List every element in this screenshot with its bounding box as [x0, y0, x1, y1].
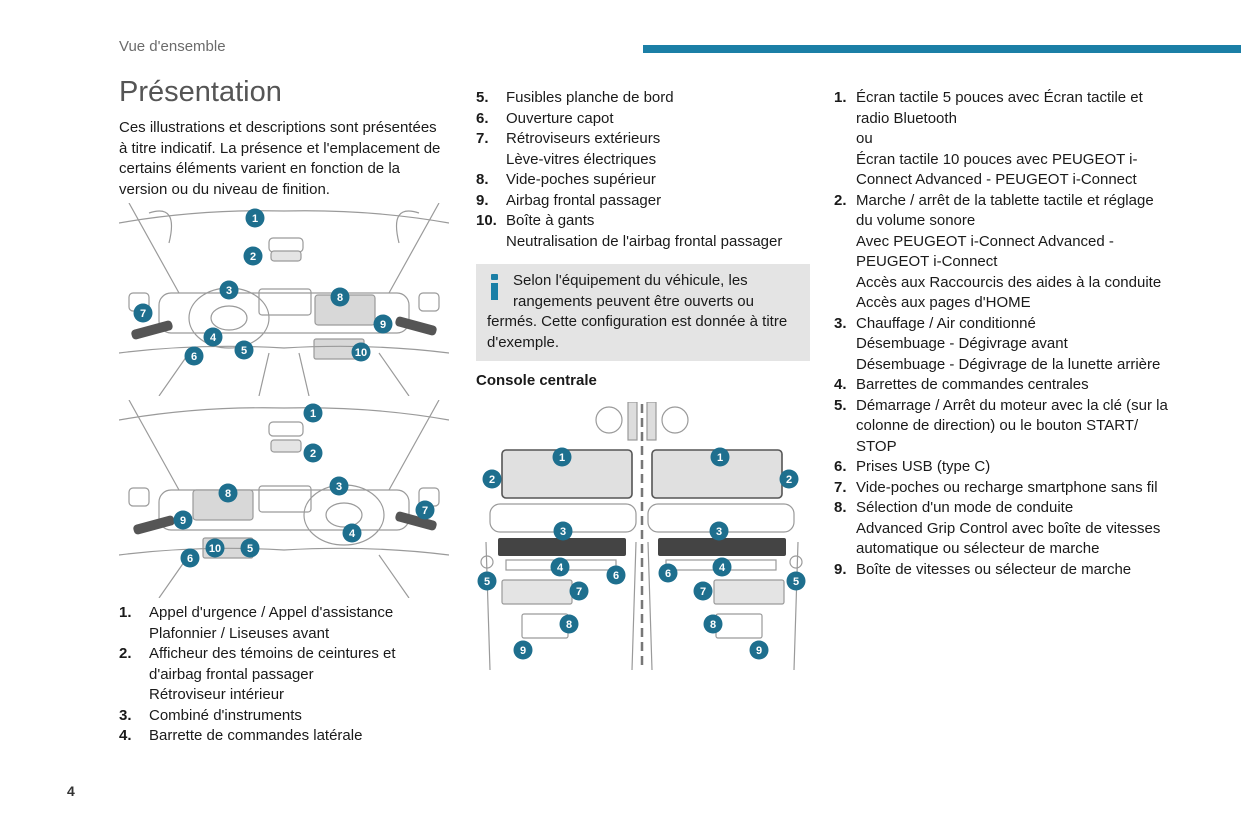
list-item: 4. Barrette de commandes latérale	[119, 726, 419, 747]
item-text: Airbag frontal passager	[506, 191, 662, 209]
item-text: Marche / arrêt de la tablette tactile et…	[856, 191, 1154, 230]
item-text: Désembuage - Dégivrage de la lunette arr…	[856, 355, 1161, 373]
item-text: Accès aux pages d'HOME	[856, 294, 1031, 311]
legend-list-dashboard-1-4: 1. Appel d'urgence / Appel d'assistance …	[119, 603, 419, 747]
list-item: 3. Combiné d'instruments	[119, 706, 419, 727]
item-text: Advanced Grip Control avec boîte de vite…	[856, 519, 1161, 558]
list-item: 10. Boîte à gants Neutralisation de l'ai…	[476, 211, 806, 252]
item-text: Lève-vitres électriques	[506, 150, 657, 168]
item-text: Chauffage / Air conditionné	[856, 314, 1036, 332]
list-item: 9. Airbag frontal passager	[476, 191, 806, 212]
item-number: 7.	[476, 130, 489, 147]
dashboard-left-hand-drive-illustration	[119, 203, 449, 396]
info-box: Selon l'équipement du véhicule, les rang…	[476, 264, 810, 361]
item-text: Afficheur des témoins de ceintures et d'…	[149, 645, 396, 683]
item-text: Barrettes de commandes centrales	[856, 376, 1089, 393]
item-text: Ouverture capot	[506, 109, 614, 127]
item-number: 3.	[834, 314, 847, 332]
item-number: 1.	[119, 604, 132, 621]
item-number: 5.	[476, 89, 489, 106]
list-item: 6. Prises USB (type C)	[834, 457, 1170, 478]
list-item: 4. Barrettes de commandes centrales	[834, 375, 1170, 396]
item-text: Appel d'urgence / Appel d'assistance	[149, 604, 394, 621]
item-number: 3.	[119, 706, 132, 724]
info-text: Selon l'équipement du véhicule, les rang…	[487, 272, 788, 351]
info-icon	[487, 274, 503, 302]
list-item: 5. Fusibles planche de bord	[476, 88, 806, 109]
item-number: 10.	[476, 212, 497, 229]
item-text: Prises USB (type C)	[856, 458, 991, 475]
item-text: Sélection d'un mode de conduite	[856, 499, 1074, 516]
item-text: Vide-poches ou recharge smartphone sans …	[856, 478, 1158, 496]
legend-list-console: 1. Écran tactile 5 pouces avec Écran tac…	[834, 88, 1170, 580]
item-number: 8.	[476, 171, 489, 188]
item-number: 2.	[119, 645, 132, 662]
item-number: 2.	[834, 191, 847, 209]
item-number: 7.	[834, 478, 847, 496]
item-number: 9.	[834, 560, 847, 578]
list-item: 2. Afficheur des témoins de ceintures et…	[119, 644, 419, 706]
dashboard-right-hand-drive-illustration	[119, 400, 449, 598]
list-item: 7. Vide-poches ou recharge smartphone sa…	[834, 478, 1170, 499]
item-text: Rétroviseur intérieur	[149, 686, 285, 703]
item-text: Écran tactile 5 pouces avec Écran tactil…	[856, 89, 1143, 127]
intro-paragraph: Ces illustrations et descriptions sont p…	[119, 119, 441, 198]
list-item: 7. Rétroviseurs extérieurs Lève-vitres é…	[476, 129, 806, 170]
list-item: 8. Vide-poches supérieur	[476, 170, 806, 191]
item-number: 4.	[119, 727, 132, 744]
item-text: Boîte à gants	[506, 212, 595, 229]
item-text: Écran tactile 10 pouces avec PEUGEOT i-C…	[856, 150, 1138, 189]
item-text: Combiné d'instruments	[149, 706, 302, 724]
item-text: Rétroviseurs extérieurs	[506, 130, 661, 147]
list-item: 3. Chauffage / Air conditionné Désembuag…	[834, 314, 1170, 376]
header-accent-bar	[643, 45, 1241, 53]
item-text: Fusibles planche de bord	[506, 89, 674, 106]
item-number: 5.	[834, 396, 847, 414]
item-text: Démarrage / Arrêt du moteur avec la clé …	[856, 396, 1168, 455]
section-header: Vue d'ensemble	[119, 38, 226, 55]
list-item: 1. Écran tactile 5 pouces avec Écran tac…	[834, 88, 1170, 191]
console-heading: Console centrale	[476, 372, 597, 389]
item-text: Boîte de vitesses ou sélecteur de marche	[856, 560, 1132, 578]
center-console-illustration	[476, 402, 809, 670]
item-number: 8.	[834, 499, 847, 516]
item-text: Plafonnier / Liseuses avant	[149, 624, 330, 642]
item-text: Vide-poches supérieur	[506, 171, 656, 188]
item-text: Barrette de commandes latérale	[149, 727, 363, 744]
list-item: 9. Boîte de vitesses ou sélecteur de mar…	[834, 560, 1170, 581]
item-number: 1.	[834, 89, 847, 106]
item-number: 6.	[476, 109, 489, 127]
legend-list-dashboard-5-10: 5. Fusibles planche de bord 6. Ouverture…	[476, 88, 806, 252]
item-text: Neutralisation de l'airbag frontal passa…	[506, 232, 783, 250]
item-text: Avec PEUGEOT i-Connect Advanced - PEUGEO…	[856, 232, 1114, 271]
list-item: 5. Démarrage / Arrêt du moteur avec la c…	[834, 396, 1170, 458]
list-item: 6. Ouverture capot	[476, 109, 806, 130]
item-number: 4.	[834, 376, 847, 393]
item-number: 9.	[476, 191, 489, 209]
list-item: 2. Marche / arrêt de la tablette tactile…	[834, 191, 1170, 314]
page-title: Présentation	[119, 76, 282, 108]
list-item: 8. Sélection d'un mode de conduite Advan…	[834, 498, 1170, 560]
item-text: ou	[856, 130, 873, 147]
page-number: 4	[67, 783, 75, 799]
item-text: Accès aux Raccourcis des aides à la cond…	[856, 273, 1162, 291]
item-text: Désembuage - Dégivrage avant	[856, 335, 1068, 352]
list-item: 1. Appel d'urgence / Appel d'assistance …	[119, 603, 419, 644]
item-number: 6.	[834, 458, 847, 475]
